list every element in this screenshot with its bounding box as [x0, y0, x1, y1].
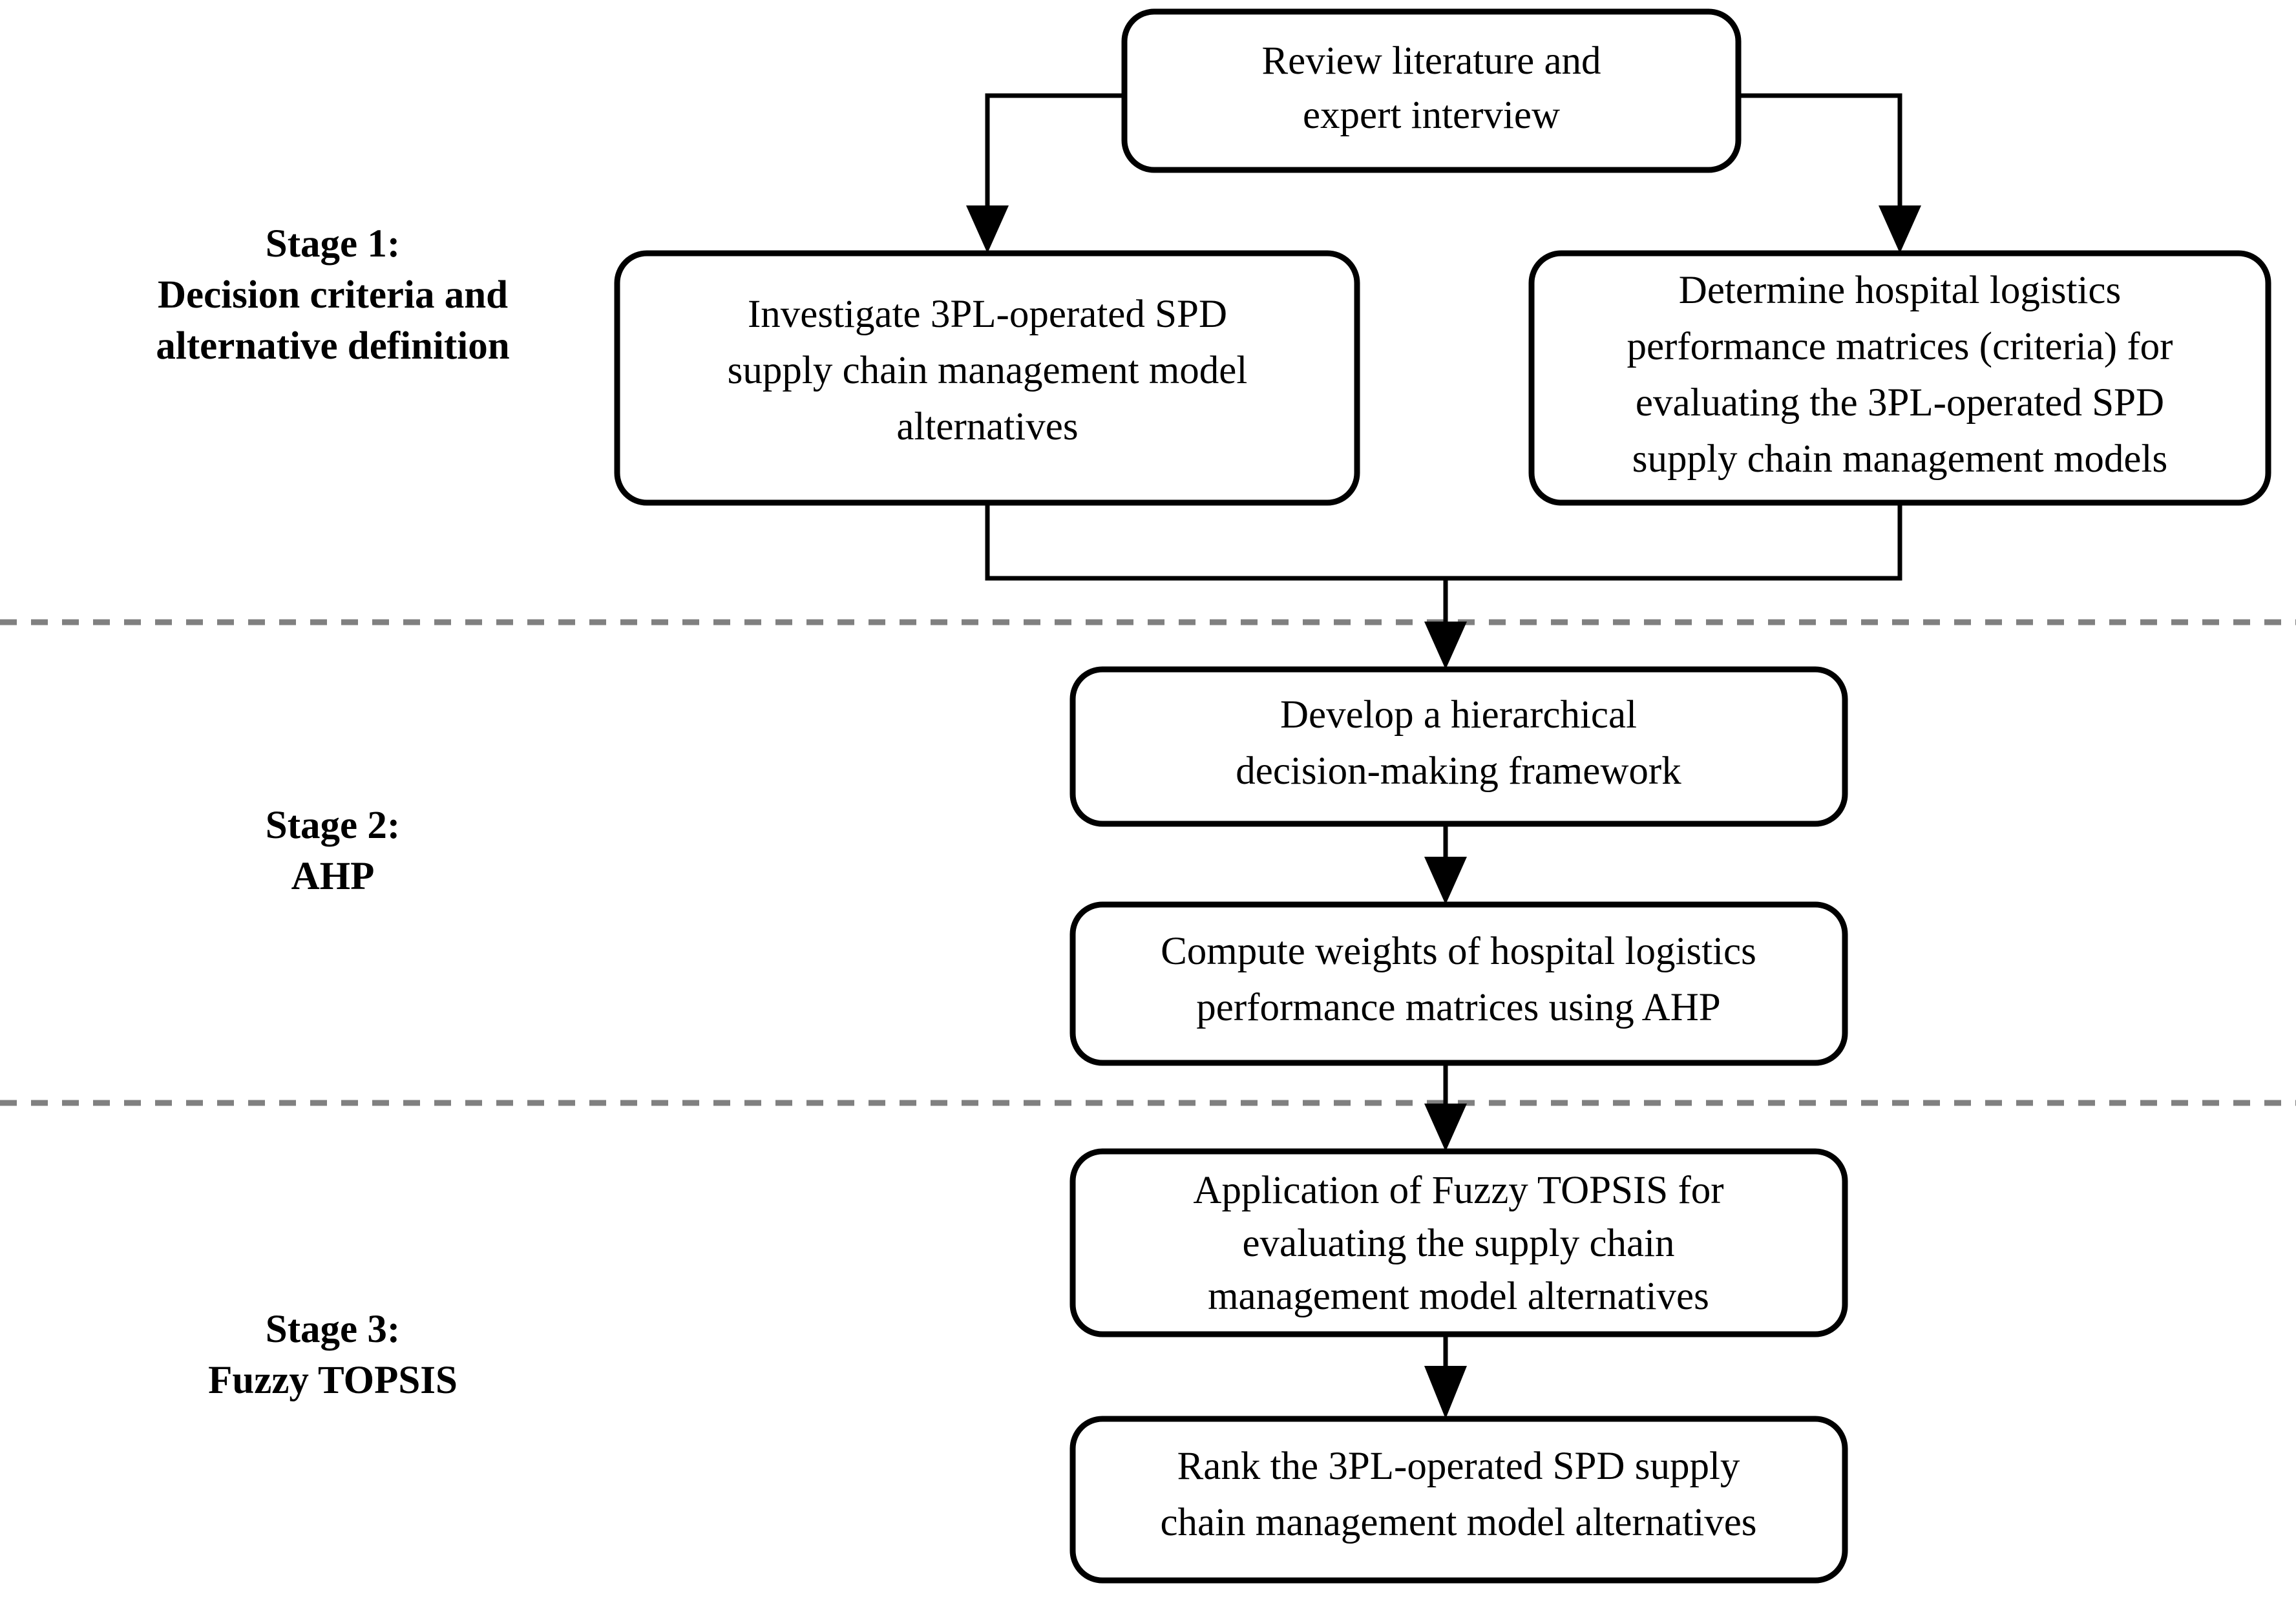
node-investigate-alternatives[interactable]: Investigate 3PL-operated SPD supply chai…	[614, 250, 1360, 506]
stage-label-1: Stage 1: Decision criteria and alternati…	[156, 222, 509, 368]
node-determine-criteria-line-4: supply chain management models	[1632, 437, 2167, 481]
stage-label-3-line-1: Stage 3:	[266, 1308, 400, 1351]
node-review-literature[interactable]: Review literature and expert interview	[1121, 8, 1742, 173]
edge-review-to-investigate-arrowhead	[966, 205, 1009, 253]
node-develop-framework-shape	[1069, 666, 1848, 827]
node-rank-alternatives-shape	[1069, 1416, 1848, 1584]
node-determine-criteria[interactable]: Determine hospital logistics performance…	[1528, 250, 2271, 506]
node-investigate-alternatives-line-2: supply chain management model	[728, 349, 1248, 392]
stage-label-1-line-1: Stage 1:	[266, 222, 400, 266]
node-apply-fuzzy-topsis-line-3: management model alternatives	[1208, 1275, 1709, 1318]
node-investigate-alternatives-line-3: alternatives	[896, 405, 1078, 448]
node-rank-alternatives[interactable]: Rank the 3PL-operated SPD supply chain m…	[1069, 1416, 1848, 1584]
node-review-literature-line-1: Review literature and	[1261, 39, 1601, 83]
edge-stage1-merge-bus	[985, 503, 1902, 581]
node-apply-fuzzy-topsis-shape	[1069, 1148, 1848, 1337]
node-rank-alternatives-line-2: chain management model alternatives	[1160, 1501, 1756, 1544]
node-compute-weights-line-1: Compute weights of hospital logistics	[1161, 930, 1756, 973]
node-develop-framework-line-1: Develop a hierarchical	[1280, 693, 1637, 737]
edge-review-to-investigate	[985, 93, 1124, 233]
node-determine-criteria-shape	[1528, 250, 2271, 506]
node-review-literature-shape	[1121, 8, 1742, 173]
node-investigate-alternatives-line-1: Investigate 3PL-operated SPD	[748, 293, 1227, 336]
stage-label-2: Stage 2: AHP	[266, 804, 400, 898]
stage-label-1-line-2: Decision criteria and	[158, 273, 508, 317]
node-compute-weights-line-2: performance matrices using AHP	[1196, 986, 1720, 1029]
edge-stage1-merge-arrowhead	[1424, 622, 1467, 669]
stage-label-2-line-2: AHP	[291, 855, 375, 898]
node-develop-framework-line-2: decision-making framework	[1236, 749, 1681, 793]
node-determine-criteria-line-2: performance matrices (criteria) for	[1627, 325, 2173, 368]
node-apply-fuzzy-topsis-line-1: Application of Fuzzy TOPSIS for	[1193, 1169, 1723, 1212]
node-rank-alternatives-line-1: Rank the 3PL-operated SPD supply	[1177, 1445, 1740, 1488]
node-apply-fuzzy-topsis-line-2: evaluating the supply chain	[1242, 1222, 1674, 1265]
node-review-literature-line-2: expert interview	[1303, 94, 1560, 137]
node-compute-weights[interactable]: Compute weights of hospital logistics pe…	[1069, 901, 1848, 1066]
edge-review-to-determine-arrowhead	[1879, 205, 1921, 253]
node-compute-weights-shape	[1069, 901, 1848, 1066]
node-determine-criteria-line-1: Determine hospital logistics	[1679, 269, 2121, 312]
stage-label-3: Stage 3: Fuzzy TOPSIS	[208, 1308, 458, 1402]
stage-label-3-line-2: Fuzzy TOPSIS	[208, 1359, 458, 1402]
edge-review-to-determine	[1738, 93, 1902, 233]
node-investigate-alternatives-shape	[614, 250, 1360, 506]
node-apply-fuzzy-topsis[interactable]: Application of Fuzzy TOPSIS for evaluati…	[1069, 1148, 1848, 1337]
edge-topsis-to-rank-arrowhead	[1424, 1366, 1467, 1419]
edge-framework-to-weights-arrowhead	[1424, 857, 1467, 905]
node-develop-framework[interactable]: Develop a hierarchical decision-making f…	[1069, 666, 1848, 827]
edge-weights-to-topsis-arrowhead	[1424, 1104, 1467, 1151]
stage-label-1-line-3: alternative definition	[156, 324, 509, 368]
node-determine-criteria-line-3: evaluating the 3PL-operated SPD	[1636, 381, 2164, 424]
stage-label-2-line-1: Stage 2:	[266, 804, 400, 847]
